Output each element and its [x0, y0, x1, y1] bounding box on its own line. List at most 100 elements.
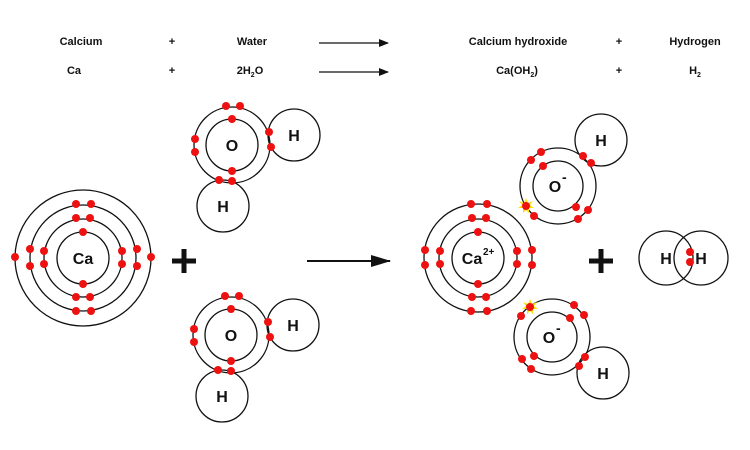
- electron-dot: [580, 311, 588, 319]
- electron-dot: [221, 292, 229, 300]
- electron-dot: [530, 352, 538, 360]
- ca-shell-2: [43, 218, 123, 298]
- electron-dot: [79, 280, 87, 288]
- formula-water-sub: 2: [250, 72, 255, 80]
- electron-dot: [118, 260, 126, 268]
- formula-product-caoh2: Ca(OH2): [496, 65, 538, 79]
- electron-dot: [72, 307, 80, 315]
- electron-dot: [467, 200, 475, 208]
- h2-right-symbol: H: [695, 251, 707, 268]
- electron-dot: [468, 214, 476, 222]
- h2-left-symbol: H: [660, 251, 672, 268]
- ca-symbol: Ca: [73, 251, 94, 268]
- electron-dot: [214, 366, 222, 374]
- hydroxide2-h-symbol: H: [597, 366, 609, 383]
- electron-dot: [526, 303, 534, 311]
- ca-ion-shell-3: [423, 203, 533, 313]
- electron-dot: [572, 203, 580, 211]
- formula-caoh-post: ): [534, 65, 538, 77]
- electron-dot: [570, 301, 578, 309]
- electron-dot: [483, 200, 491, 208]
- electron-dot: [474, 280, 482, 288]
- electron-dot: [539, 162, 547, 170]
- h2-atom-right: [673, 230, 729, 286]
- plus-sign-reactants: [172, 249, 196, 273]
- electron-dot: [79, 228, 87, 236]
- electron-dot: [436, 260, 444, 268]
- h2-atom-left: [638, 230, 694, 286]
- electron-dot: [421, 246, 429, 254]
- electron-dot: [40, 260, 48, 268]
- electron-dot: [264, 318, 272, 326]
- electron-dot: [147, 253, 155, 261]
- electron-dot: [266, 333, 274, 341]
- electron-dot: [26, 245, 34, 253]
- electron-dot: [267, 143, 275, 151]
- electron-dot: [133, 245, 141, 253]
- hydroxide2-charge: -: [556, 320, 561, 336]
- electron-dot: [527, 365, 535, 373]
- electron-dot: [482, 293, 490, 301]
- electron-dot: [72, 200, 80, 208]
- hydroxide1-h-symbol: H: [595, 133, 607, 150]
- electron-dot: [482, 214, 490, 222]
- electron-dot: [527, 156, 535, 164]
- electron-dot: [11, 253, 19, 261]
- electron-dot: [579, 152, 587, 160]
- electron-dot: [513, 247, 521, 255]
- electron-dot: [468, 293, 476, 301]
- ca-ion-shell-2: [438, 218, 518, 298]
- ca-ion-symbol: Ca: [462, 251, 483, 268]
- word-plus-1: +: [168, 36, 176, 48]
- electron-dot: [227, 357, 235, 365]
- hydroxide1-charge: -: [562, 169, 567, 185]
- electron-dot: [467, 307, 475, 315]
- electron-dot: [518, 355, 526, 363]
- formula-h2-pre: H: [689, 65, 698, 77]
- formula-caoh-sub: 2: [530, 72, 535, 80]
- electron-dot: [483, 307, 491, 315]
- hydroxide1-o-inner-shell: [532, 160, 584, 212]
- electron-dot: [86, 214, 94, 222]
- electron-dot: [40, 247, 48, 255]
- formula-plus-2: +: [615, 65, 623, 77]
- electron-dot: [474, 228, 482, 236]
- electron-dot: [190, 325, 198, 333]
- electron-dot: [566, 314, 574, 322]
- electron-dot: [581, 353, 589, 361]
- electron-dot: [436, 247, 444, 255]
- word-plus-2: +: [615, 36, 623, 48]
- hydroxide2-o-inner-shell: [526, 311, 578, 363]
- hydroxide2-h: [576, 346, 630, 400]
- word-reactant-water: Water: [236, 36, 268, 48]
- electron-dot: [228, 167, 236, 175]
- electron-dot: [522, 202, 530, 210]
- electron-dot: [190, 338, 198, 346]
- electron-dot: [72, 293, 80, 301]
- electrons: [11, 102, 694, 375]
- electron-dot: [215, 176, 223, 184]
- hydroxide2-o-symbol: O: [543, 330, 555, 347]
- electron-dot: [236, 102, 244, 110]
- electron-dot: [228, 115, 236, 123]
- electron-dot: [227, 305, 235, 313]
- formula-caoh-pre: Ca(OH: [496, 65, 531, 77]
- electron-dot: [530, 212, 538, 220]
- electron-dot: [517, 312, 525, 320]
- electron-dot: [87, 307, 95, 315]
- formula-water-pre: 2H: [236, 65, 251, 77]
- electron-dot: [133, 262, 141, 270]
- ca-shell-3: [29, 204, 137, 312]
- electron-dot: [72, 214, 80, 222]
- water2-h-right-symbol: H: [287, 318, 299, 335]
- electron-dot: [513, 260, 521, 268]
- hydroxide1-h: [574, 113, 628, 167]
- water2-o-symbol: O: [225, 328, 237, 345]
- plus-sign-products: [589, 249, 613, 273]
- electron-dot: [587, 159, 595, 167]
- word-product-hydrogen: Hydrogen: [669, 36, 721, 48]
- electron-dot: [227, 367, 235, 375]
- electron-dot: [265, 128, 273, 136]
- water2-h-bottom-symbol: H: [216, 389, 228, 406]
